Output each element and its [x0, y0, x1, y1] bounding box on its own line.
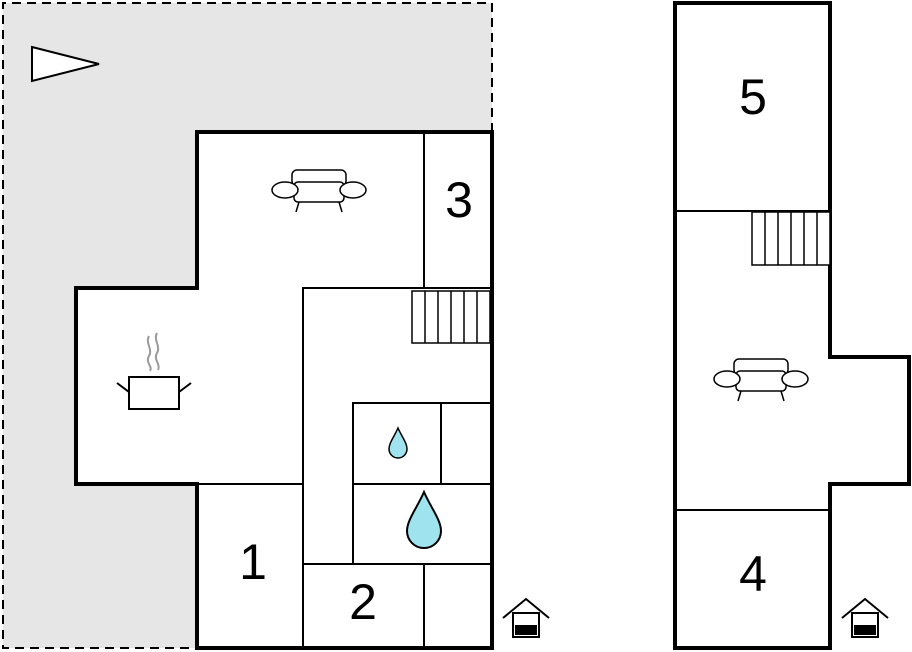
staircase-icon	[411, 290, 491, 344]
staircase-icon	[751, 211, 831, 266]
entrance-house-icon	[502, 597, 550, 638]
room-label-3: 3	[445, 172, 473, 228]
room-label-4: 4	[739, 546, 767, 602]
cooking-pot-icon	[116, 332, 192, 410]
water-drop-small-icon	[388, 426, 408, 459]
garden-boundary	[2, 2, 493, 649]
room-label-5: 5	[739, 69, 767, 125]
exterior-wall	[673, 1, 911, 650]
room-label-1: 1	[239, 534, 267, 590]
water-drop-large-icon	[405, 489, 443, 549]
wall	[302, 287, 492, 648]
sofa-icon	[271, 169, 367, 213]
upper-floor: 5 4	[673, 1, 911, 650]
exterior-wall	[74, 130, 494, 650]
garden-area	[3, 3, 492, 648]
compass-arrow-icon	[31, 45, 100, 83]
room-label-2: 2	[349, 574, 377, 630]
sofa-icon	[713, 358, 809, 402]
entrance-house-icon	[841, 597, 889, 638]
wall	[352, 402, 490, 564]
ground-floor: 1 2 3	[74, 130, 550, 650]
